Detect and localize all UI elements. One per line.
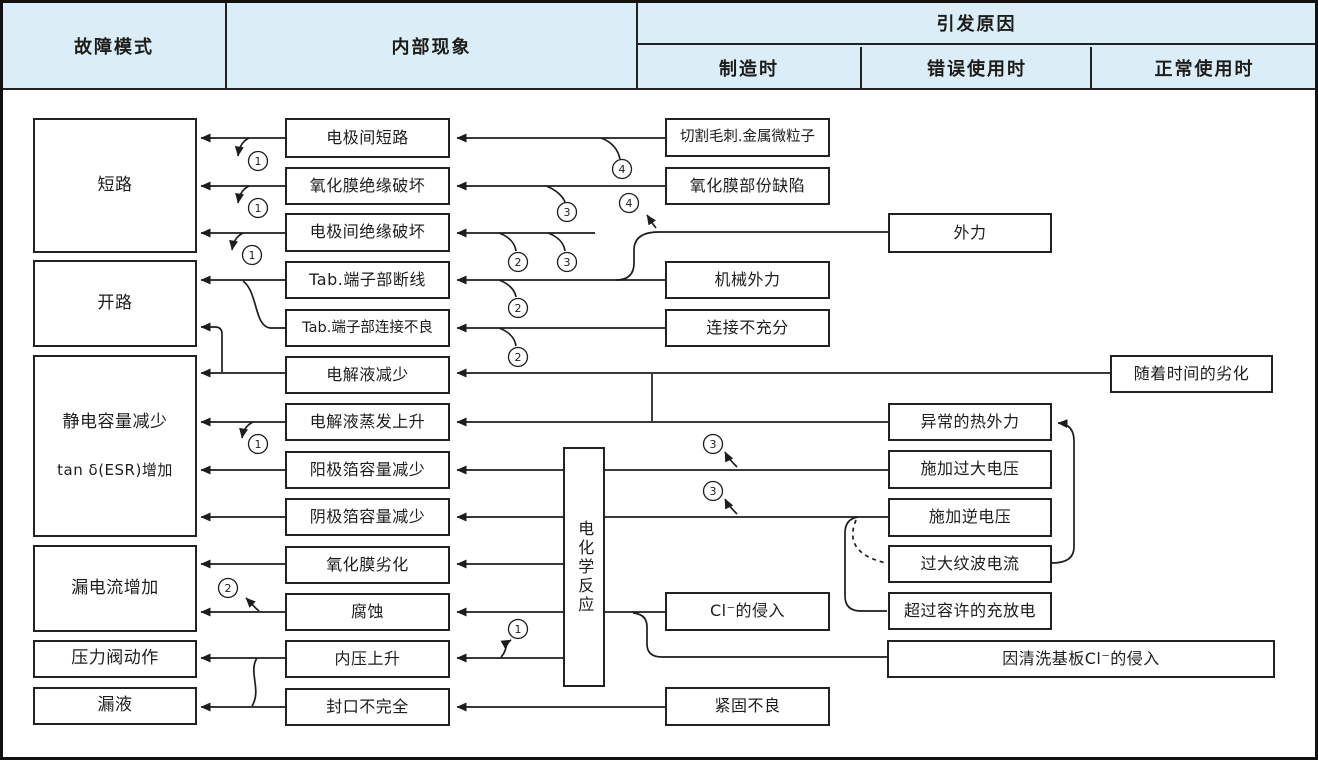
svg-text:2: 2 <box>515 256 522 269</box>
arrows-into-internal-phenomena <box>456 133 1110 712</box>
phenomenon-electrolyte-evaporation: 电解液蒸发上升 <box>285 403 450 441</box>
phenomenon-internal-pressure-rise: 内压上升 <box>285 640 450 678</box>
failure-mode-leakage-current-increase: 漏电流增加 <box>33 545 197 632</box>
svg-text:3: 3 <box>564 256 571 269</box>
cause-oxide-film-partial-defect: 氧化膜部份缺陷 <box>665 167 830 205</box>
cause-excessive-ripple-current: 过大纹波电流 <box>888 545 1052 583</box>
phenomenon-corrosion: 腐蚀 <box>285 593 450 631</box>
svg-text:1: 1 <box>249 249 256 262</box>
branch-connectors <box>242 214 1075 707</box>
phenomenon-electrode-short: 电极间短路 <box>285 118 450 158</box>
cause-mechanical-external-force: 机械外力 <box>665 261 830 299</box>
jump-connector-3: 3 3 3 3 <box>556 201 724 502</box>
cause-cutting-burr-metal-particles: 切割毛刺.金属微粒子 <box>665 118 830 157</box>
cause-abnormal-thermal-stress: 异常的热外力 <box>888 403 1052 441</box>
header-manufacturing: 制造时 <box>638 47 862 88</box>
svg-text:3: 3 <box>710 438 717 451</box>
electrochemical-reaction-box: 电化学反应 <box>563 447 605 687</box>
svg-text:3: 3 <box>710 485 717 498</box>
svg-text:1: 1 <box>515 623 522 636</box>
phenomenon-electrode-insulation-breakdown: 电极间绝缘破坏 <box>285 213 450 252</box>
jump-connector-1: 1 1 1 1 1 <box>241 150 529 640</box>
svg-text:4: 4 <box>619 163 626 176</box>
jump-hooks <box>229 137 738 658</box>
header-manufacturing-label: 制造时 <box>719 58 779 80</box>
cause-reverse-voltage: 施加逆电压 <box>888 498 1052 537</box>
cause-excessive-charge-discharge: 超过容许的充放电 <box>888 592 1052 630</box>
header-internal-phenomenon-label: 内部现象 <box>391 36 472 58</box>
svg-text:2: 2 <box>515 351 522 364</box>
svg-text:2: 2 <box>225 582 232 595</box>
cause-poor-tightening: 紧固不良 <box>665 687 830 726</box>
arrows-into-failure-modes <box>200 133 285 712</box>
phenomenon-cathode-foil-capacity-decrease: 阴极箔容量减少 <box>285 498 450 536</box>
svg-text:3: 3 <box>564 206 571 219</box>
cause-external-force: 外力 <box>888 213 1052 253</box>
phenomenon-anode-foil-capacity-decrease: 阳极箔容量减少 <box>285 451 450 489</box>
svg-text:1: 1 <box>255 202 262 215</box>
jump-connector-4: 4 4 <box>611 158 640 214</box>
failure-mode-short-circuit: 短路 <box>33 118 197 253</box>
phenomenon-tab-terminal-break: Tab.端子部断线 <box>285 261 450 299</box>
header-normal-use-label: 正常使用时 <box>1154 58 1255 80</box>
cause-overvoltage: 施加过大电压 <box>888 450 1052 489</box>
phenomenon-tab-terminal-poor-connection: Tab.端子部连接不良 <box>285 309 450 347</box>
header-cause: 引发原因 <box>638 3 1315 45</box>
header-normal-use: 正常使用时 <box>1094 47 1315 88</box>
svg-text:1: 1 <box>255 155 262 168</box>
cause-cl-ingress-from-board-cleaning: 因清洗基板Cl⁻的侵入 <box>887 640 1275 678</box>
phenomenon-electrolyte-decrease: 电解液减少 <box>285 356 450 394</box>
header-internal-phenomenon: 内部现象 <box>227 3 638 88</box>
table-header: 故障模式 内部现象 引发原因 制造时 错误使用时 正常使用时 <box>3 3 1315 90</box>
header-cause-label: 引发原因 <box>936 14 1017 35</box>
phenomenon-oxide-film-degradation: 氧化膜劣化 <box>285 546 450 584</box>
svg-text:2: 2 <box>515 302 522 315</box>
header-misuse: 错误使用时 <box>864 47 1092 88</box>
failure-mode-capacitance-decrease: 静电容量减少 tan δ(ESR)增加 <box>33 355 197 537</box>
cause-deterioration-over-time: 随着时间的劣化 <box>1110 355 1273 393</box>
header-failure-mode: 故障模式 <box>3 3 227 88</box>
phenomenon-oxide-film-insulation-breakdown: 氧化膜绝缘破坏 <box>285 167 450 205</box>
failure-mode-pressure-valve-operation: 压力阀动作 <box>33 640 197 678</box>
phenomenon-incomplete-sealing: 封口不完全 <box>285 688 450 726</box>
cause-cl-ingress: Cl⁻的侵入 <box>665 592 830 631</box>
failure-mode-open-circuit: 开路 <box>33 260 197 347</box>
failure-mode-liquid-leakage: 漏液 <box>33 687 197 725</box>
cause-insufficient-connection: 连接不充分 <box>665 309 830 347</box>
jump-connector-2: 2 2 2 2 <box>217 251 529 599</box>
header-failure-mode-label: 故障模式 <box>74 36 154 58</box>
svg-text:4: 4 <box>626 197 633 210</box>
svg-text:1: 1 <box>255 438 262 451</box>
header-misuse-label: 错误使用时 <box>927 58 1027 80</box>
